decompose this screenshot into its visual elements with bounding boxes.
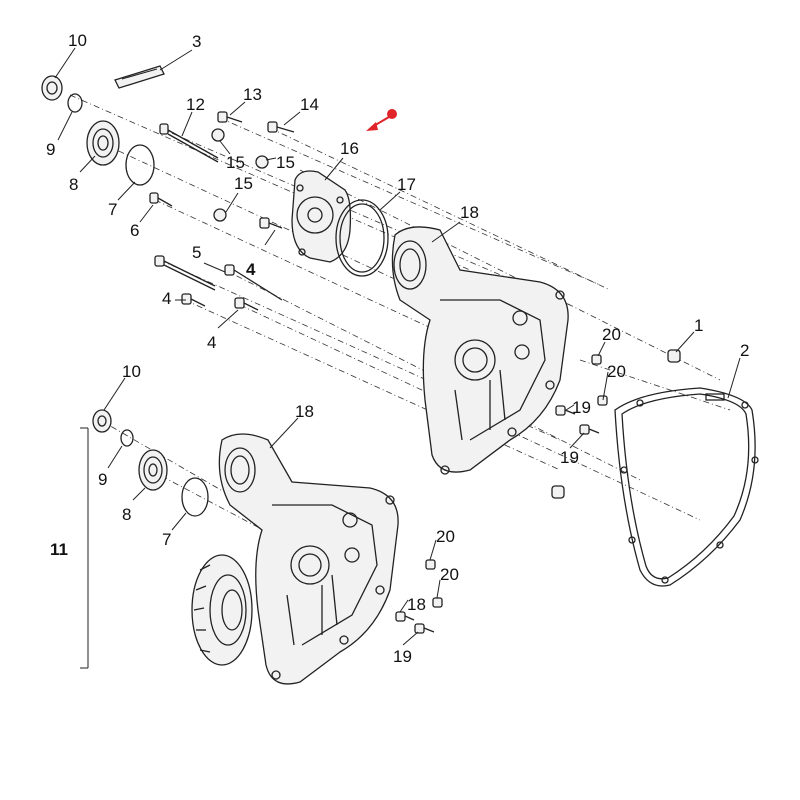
stator xyxy=(191,554,253,666)
part-1-dowel xyxy=(551,485,565,499)
part-10-cap xyxy=(92,409,112,433)
part-4-bolt xyxy=(234,297,259,311)
callout-15: 15 xyxy=(226,153,245,172)
part-13-bolt xyxy=(217,111,243,123)
part-4-bolt xyxy=(181,293,206,307)
callout-9: 9 xyxy=(98,470,107,489)
part-18-crankcase-cover xyxy=(218,433,399,685)
callout-7: 7 xyxy=(162,530,171,549)
callout-4: 4 xyxy=(207,333,216,352)
callout-6: 6 xyxy=(130,221,139,240)
callout-3: 3 xyxy=(192,32,201,51)
part-8-seal xyxy=(86,120,120,166)
callout-16: 16 xyxy=(340,139,359,158)
callout-9: 9 xyxy=(46,140,55,159)
callout-4: 4 xyxy=(162,289,171,308)
callout-20: 20 xyxy=(436,527,455,546)
callout-20: 20 xyxy=(440,565,459,584)
leader-lines xyxy=(54,47,741,646)
callout-15: 15 xyxy=(234,174,253,193)
callout-10: 10 xyxy=(68,31,87,50)
callout-13: 13 xyxy=(243,85,262,104)
callout-10: 10 xyxy=(122,362,141,381)
part-15-washer xyxy=(255,155,269,169)
part-10-cap xyxy=(41,75,63,101)
kit-11-bracket xyxy=(80,427,89,669)
part-9-oring xyxy=(120,429,134,447)
part-12-long-bolt xyxy=(159,123,219,163)
part-4-bolt xyxy=(259,217,283,229)
part-3-plate xyxy=(114,65,165,89)
callout-15: 15 xyxy=(276,153,295,172)
part-15-washer xyxy=(211,128,225,142)
callout-19: 19 xyxy=(572,398,591,417)
callout-4: 4 xyxy=(246,260,256,279)
part-20-bolt xyxy=(591,354,602,365)
callout-18: 18 xyxy=(295,402,314,421)
part-20-bolt xyxy=(432,597,443,608)
part-8-seal xyxy=(138,449,168,491)
part-7-ring xyxy=(181,477,209,517)
part-9-oring xyxy=(67,93,83,113)
part-17-gasket xyxy=(335,199,389,277)
callout-20: 20 xyxy=(607,362,626,381)
callout-17: 17 xyxy=(397,175,416,194)
callout-12: 12 xyxy=(186,95,205,114)
callout-18: 18 xyxy=(460,203,479,222)
part-20-bolt xyxy=(425,559,436,570)
part-1-dowel xyxy=(667,349,681,363)
callout-11: 11 xyxy=(50,540,68,559)
callout-2: 2 xyxy=(740,341,749,360)
part-18-crankcase-cover xyxy=(391,226,569,475)
part-7-ring xyxy=(125,144,155,186)
callout-7: 7 xyxy=(108,200,117,219)
part-14-bolt xyxy=(267,121,295,133)
part-19-bolt xyxy=(579,424,600,435)
callout-labels: 10 3 9 8 7 6 12 13 14 15 15 15 16 17 18 … xyxy=(46,31,749,666)
callout-14: 14 xyxy=(300,95,319,114)
part-15-washer xyxy=(213,208,227,222)
highlight-pointer xyxy=(366,109,397,131)
part-16-pump-cover xyxy=(291,170,352,263)
callout-18: 18 xyxy=(407,595,426,614)
part-5-long-bolt xyxy=(154,255,283,301)
callout-8: 8 xyxy=(122,505,131,524)
part-19-bolt xyxy=(555,405,576,416)
part-2-gasket xyxy=(614,387,759,587)
callout-19: 19 xyxy=(560,448,579,467)
part-19-bolt xyxy=(414,623,435,634)
callout-1: 1 xyxy=(694,316,703,335)
callout-8: 8 xyxy=(69,175,78,194)
callout-5: 5 xyxy=(192,243,201,262)
part-20-bolt xyxy=(597,395,608,406)
callout-20: 20 xyxy=(602,325,621,344)
callout-19: 19 xyxy=(393,647,412,666)
part-6-bolt xyxy=(149,192,173,207)
